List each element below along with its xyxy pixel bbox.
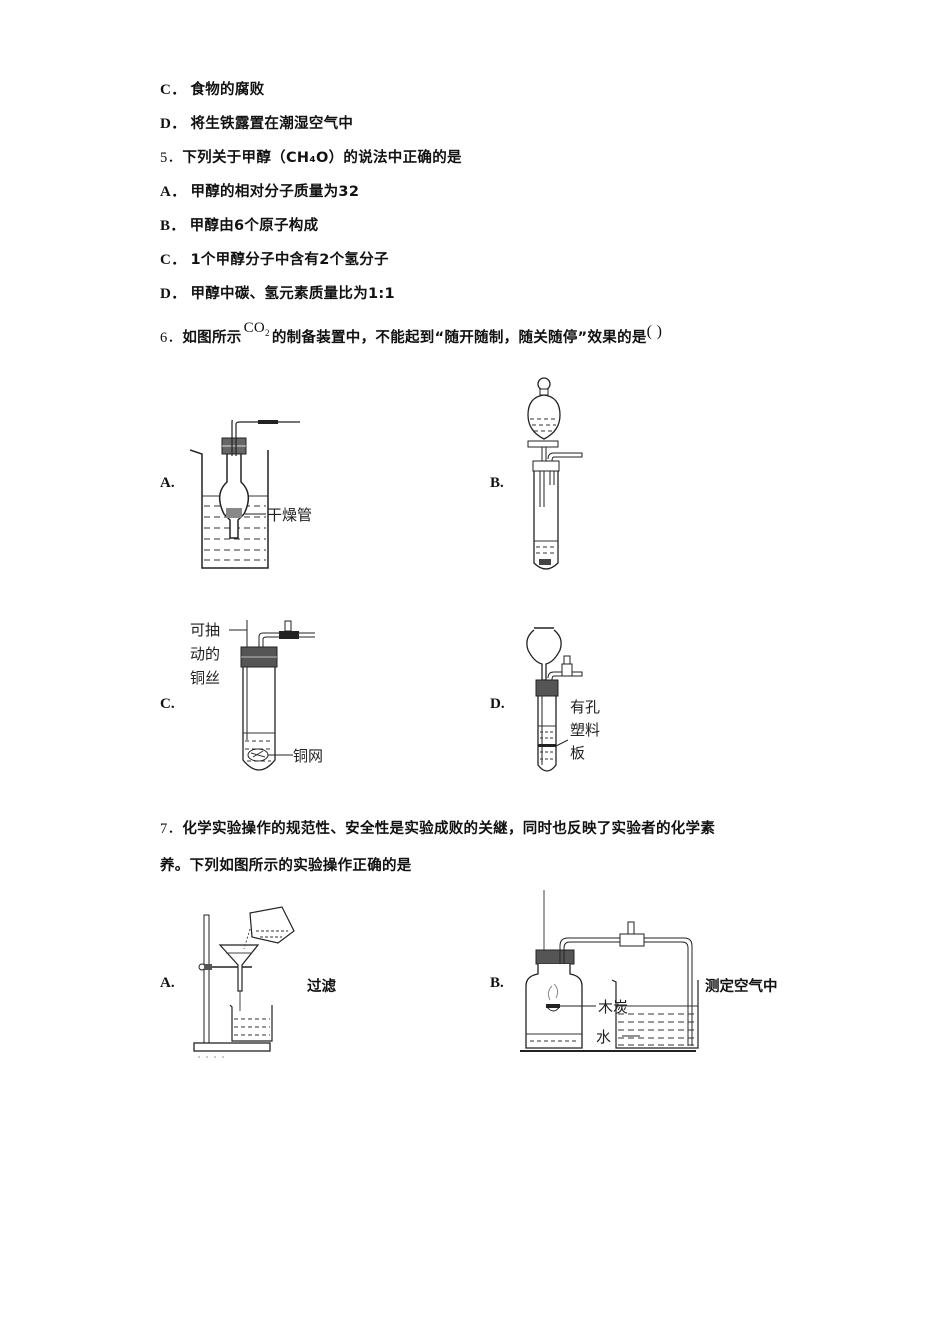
option-label: D．	[160, 286, 187, 302]
label-movable: 可抽	[190, 621, 220, 639]
label-water: 水	[596, 1028, 611, 1046]
option-label: C．	[160, 252, 187, 268]
label-copper-mesh: 铜网	[293, 747, 323, 765]
co2-formula: CO2	[243, 320, 270, 338]
option-label: C．	[160, 82, 187, 98]
q7-stem-line2: 养。下列如图所示的实验操作正确的是	[160, 854, 412, 875]
answer-blank: ( )	[646, 323, 663, 340]
q5-option-d: D．甲醇中碳、氢元素质量比为1:1	[160, 282, 395, 303]
option-text: 1个甲醇分子中含有2个氢分子	[190, 252, 389, 268]
option-text: 食物的腐败	[190, 82, 265, 98]
label-perforated: 有孔	[570, 698, 600, 716]
question-number: 7．	[160, 821, 183, 837]
q5-option-c: C．1个甲醇分子中含有2个氢分子	[160, 248, 389, 269]
q5-option-b: B．甲醇由6个原子构成	[160, 214, 318, 235]
question-text: 的制备装置中，不能起到“随开随制，随关随停”效果的是	[271, 330, 647, 346]
label-copper-wire: 铜丝	[190, 669, 220, 687]
q7-option-a-label: A.	[160, 975, 175, 991]
label-plastic: 塑料	[570, 721, 600, 739]
label-of: 动的	[190, 645, 220, 663]
question-text: 下列关于甲醇（CH₄O）的说法中正确的是	[182, 150, 462, 166]
q5-stem: 5．下列关于甲醇（CH₄O）的说法中正确的是	[160, 146, 462, 167]
q6-figure-b-separatory-funnel-apparatus	[527, 377, 583, 570]
q6-option-a-label: A.	[160, 475, 175, 491]
option-label: A．	[160, 184, 187, 200]
q6-figure-d-perforated-plate-apparatus: 有孔 塑料 板	[526, 627, 600, 772]
q6-option-d-label: D.	[490, 696, 505, 712]
option-text: 将生铁露置在潮湿空气中	[190, 116, 354, 132]
question-text: 如图所示	[182, 330, 242, 346]
option-text: 甲醇中碳、氢元素质量比为1:1	[190, 286, 395, 302]
option-label: B．	[160, 218, 186, 234]
label-plate: 板	[570, 744, 585, 762]
question-number: 5．	[160, 150, 183, 166]
q7-stem-line1: 7．化学实验操作的规范性、安全性是实验成败的关継，同时也反映了实验者的化学素	[160, 817, 715, 838]
label-dryer-tube: 干燥管	[267, 506, 312, 524]
formula-text: CO	[243, 320, 265, 336]
q4-option-d: D．将生铁露置在潮湿空气中	[160, 112, 353, 133]
q7-figure-a-filtration	[193, 906, 295, 1058]
q6-figure-a-dryer-tube-apparatus: 干燥管	[190, 420, 312, 569]
q7-option-b-label: B.	[490, 975, 504, 991]
q6-option-b-label: B.	[490, 475, 504, 491]
q5-option-a: A．甲醇的相对分子质量为32	[160, 180, 359, 201]
q7-option-b-caption: 测定空气中	[705, 979, 778, 995]
q7-option-a-caption: 过滤	[307, 979, 336, 995]
option-text: 甲醇的相对分子质量为32	[190, 184, 360, 200]
option-text: 甲醇由6个原子构成	[189, 218, 319, 234]
option-label: D．	[160, 116, 187, 132]
question-text: 化学实验操作的规范性、安全性是实验成败的关継，同时也反映了实验者的化学素	[182, 821, 716, 837]
q4-option-c: C．食物的腐败	[160, 78, 264, 99]
label-charcoal: 木炭	[598, 998, 628, 1016]
question-text: 养。下列如图所示的实验操作正确的是	[160, 858, 412, 874]
formula-subscript: 2	[265, 328, 270, 338]
q7-figure-b-air-measurement: 木炭 水	[520, 890, 699, 1052]
question-number: 6．	[160, 330, 183, 346]
q6-option-c-label: C.	[160, 696, 175, 712]
q6-figure-c-copper-wire-apparatus: 可抽 动的 铜丝 铜网	[190, 620, 323, 771]
